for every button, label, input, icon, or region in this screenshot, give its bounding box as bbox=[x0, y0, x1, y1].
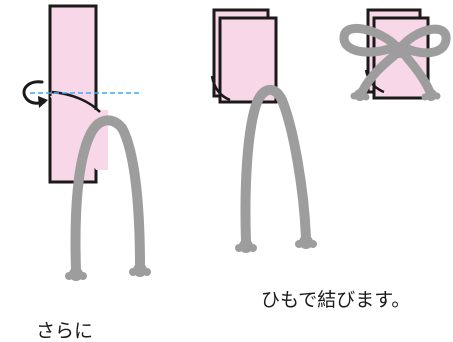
step3-tail-knot-right-tip2 bbox=[433, 92, 441, 100]
step2-illustration bbox=[210, 8, 317, 253]
step3-bow-tail-right bbox=[399, 49, 435, 97]
curved-arrow-icon bbox=[22, 80, 46, 105]
arrow-head-icon bbox=[38, 96, 48, 108]
step2-cord bbox=[240, 85, 311, 247]
step2-fold-mark bbox=[210, 75, 231, 102]
step3-illustration bbox=[339, 8, 451, 101]
step2-cord-knot-left-tip2 bbox=[249, 244, 257, 252]
step2-cord-knot-right-tip bbox=[295, 240, 303, 248]
step1-cord-knot-left-tip bbox=[65, 272, 73, 280]
step3-tail-knot-left-tip bbox=[350, 92, 358, 100]
step2-cord-knot-left-tip bbox=[235, 244, 243, 252]
step1-folded-flap bbox=[50, 96, 108, 170]
step1-cord bbox=[70, 115, 145, 275]
step3-tail-knot-left-tip2 bbox=[362, 93, 370, 101]
step1-caption: さらに bbox=[36, 320, 94, 342]
step3-bow-loop-left bbox=[339, 24, 401, 57]
step3-bow-tail-left bbox=[357, 49, 401, 97]
step3-bow-loop-right bbox=[397, 24, 451, 58]
step2-cord-knot-right-tip2 bbox=[309, 240, 317, 248]
step1-illustration bbox=[22, 4, 151, 281]
step1-paper bbox=[48, 4, 98, 184]
step3-caption: ひもで結びます。 bbox=[261, 289, 411, 311]
step3-tail-knot-right-tip bbox=[421, 93, 429, 101]
step1-cord-knot-right-tip2 bbox=[143, 268, 151, 276]
step1-cord-knot-left-tip2 bbox=[79, 272, 87, 280]
step1-cord-knot-right-tip bbox=[129, 268, 137, 276]
